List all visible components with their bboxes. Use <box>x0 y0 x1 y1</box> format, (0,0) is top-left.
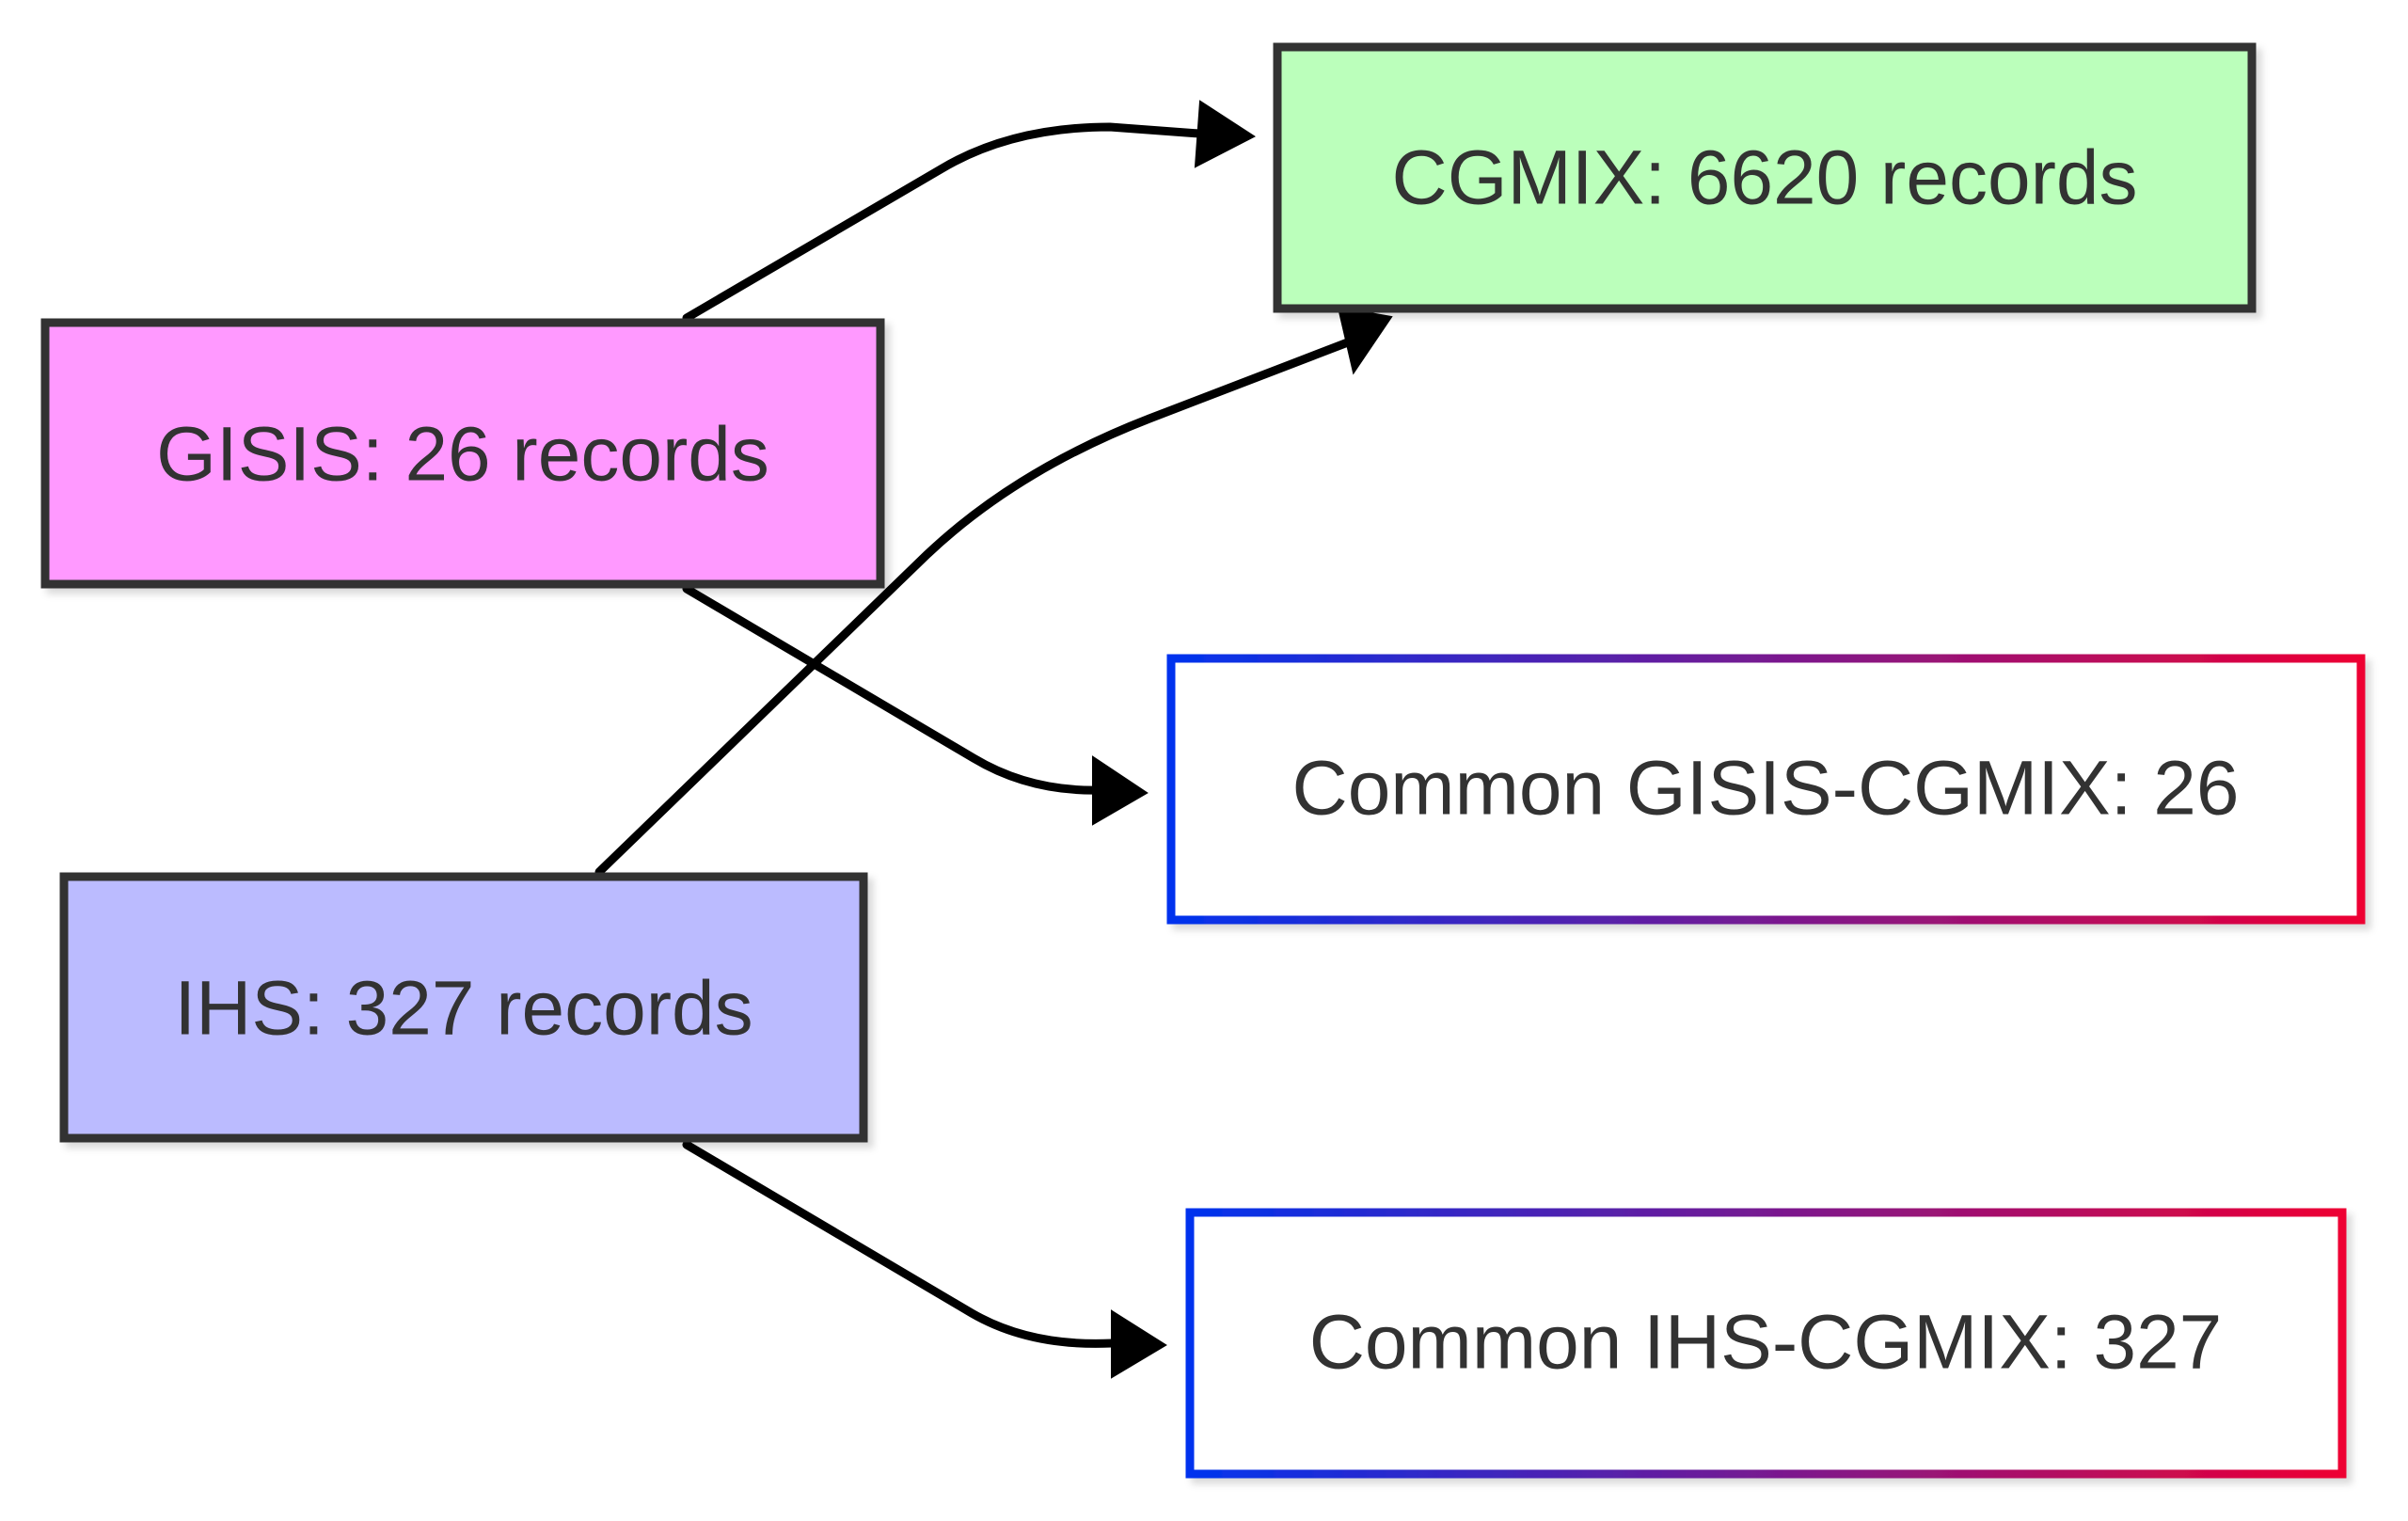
arrowhead-icon <box>1337 306 1393 375</box>
edges <box>594 100 1393 1379</box>
node-common-gisis-cgmix: Common GISIS-CGMIX: 26 <box>1166 654 2366 925</box>
node-common-gisis-cgmix-label: Common GISIS-CGMIX: 26 <box>1291 746 2239 832</box>
node-gisis-label: GISIS: 26 records <box>156 412 769 498</box>
node-cgmix-box <box>1273 42 2257 313</box>
node-common-ihs-cgmix-label: Common IHS-CGMIX: 327 <box>1309 1300 2223 1386</box>
node-common-ihs-cgmix: Common IHS-CGMIX: 327 <box>1185 1208 2347 1479</box>
node-ihs-label: IHS: 327 records <box>174 966 752 1052</box>
arrowhead-icon <box>1092 755 1149 826</box>
node-ihs-box <box>59 872 868 1143</box>
edge-gisis-to-common-gisis-cgmix <box>682 584 1149 826</box>
edge-line <box>682 584 1105 795</box>
node-ihs: IHS: 327 records <box>59 872 868 1143</box>
node-cgmix-label: CGMIX: 6620 records <box>1392 135 2138 221</box>
node-gisis-box <box>40 318 885 589</box>
node-cgmix: CGMIX: 6620 records <box>1273 42 2257 313</box>
node-gisis: GISIS: 26 records <box>40 318 885 589</box>
edge-gisis-to-cgmix <box>682 100 1256 323</box>
arrowhead-icon <box>1194 100 1256 168</box>
edge-line <box>682 122 1204 323</box>
arrowhead-icon <box>1111 1309 1167 1379</box>
node-common-ihs-cgmix-box <box>1185 1208 2347 1479</box>
edge-line <box>594 336 1357 877</box>
node-common-gisis-cgmix-box <box>1166 654 2366 925</box>
edge-line <box>682 1140 1117 1348</box>
edge-ihs-to-common-ihs-cgmix <box>682 1140 1167 1379</box>
